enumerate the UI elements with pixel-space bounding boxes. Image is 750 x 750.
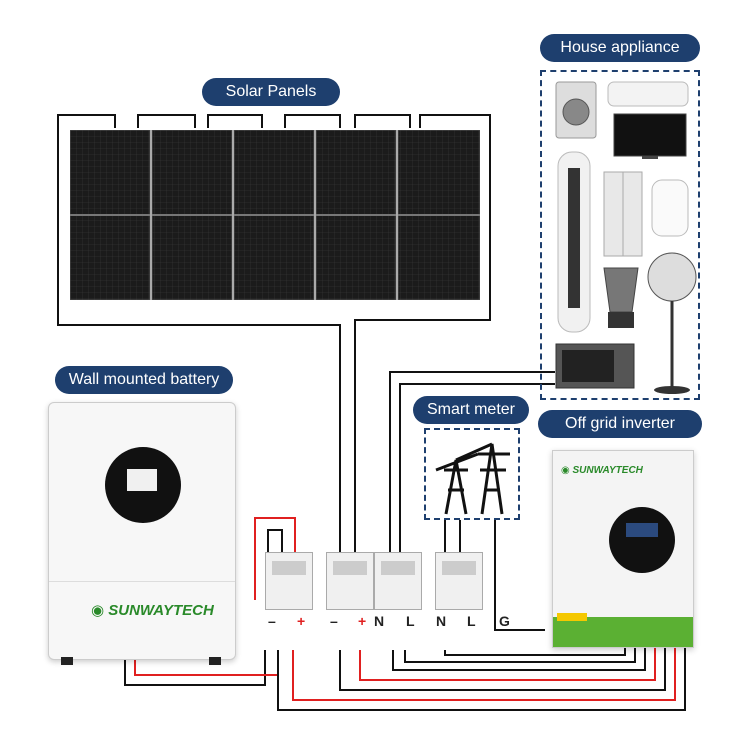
tower-air-conditioner-icon <box>557 151 591 333</box>
inverter-brand-logo: ◉ SUNWAYTECH <box>561 465 643 476</box>
inverter-green-panel <box>553 617 693 647</box>
inverter-bus <box>277 645 686 711</box>
solar-panels-label: Solar Panels <box>202 78 340 106</box>
terminal-label: G <box>499 613 510 629</box>
terminal-label: – <box>268 613 276 629</box>
meter-device <box>435 552 483 610</box>
solar-panel <box>70 130 151 300</box>
terminal-label: N <box>374 613 385 629</box>
television-icon <box>613 113 687 159</box>
meter-device <box>326 552 374 610</box>
terminal-label: L <box>406 613 415 629</box>
inverter-display <box>609 507 675 573</box>
meter-display <box>272 561 306 575</box>
terminal-label: – <box>330 613 338 629</box>
terminal-label: N <box>436 613 447 629</box>
meter-device <box>265 552 313 610</box>
house-appliance-group <box>540 70 700 400</box>
caution-label <box>557 613 587 621</box>
terminal-label: + <box>297 613 306 629</box>
air-conditioner-icon <box>607 81 689 107</box>
battery-display <box>105 447 181 523</box>
microwave-icon <box>555 343 635 389</box>
wall-battery-label: Wall mounted battery <box>55 366 233 394</box>
washing-machine-icon <box>555 81 597 139</box>
solar-panel <box>397 130 480 300</box>
smart-meter-label: Smart meter <box>413 396 529 424</box>
wall-battery-unit: ◉ SUNWAYTECH <box>48 402 236 665</box>
solar-panel <box>233 130 315 300</box>
terminal-label: + <box>358 613 367 629</box>
off-grid-inverter-label: Off grid inverter <box>538 410 702 438</box>
appliance-icons <box>555 81 697 394</box>
solar-panel-array <box>70 130 480 300</box>
battery-foot-right <box>209 657 221 665</box>
appliance-wires <box>389 371 555 631</box>
sun-logo-icon: ◉ <box>91 602 105 619</box>
off-grid-inverter-unit: ◉ SUNWAYTECH <box>552 450 694 648</box>
sun-logo-icon: ◉ <box>561 465 570 476</box>
battery-divider <box>49 581 235 582</box>
meter-display <box>381 561 415 575</box>
inverter-screen <box>626 523 658 537</box>
battery-brand-logo: ◉ SUNWAYTECH <box>91 602 214 619</box>
solar-panel <box>151 130 233 300</box>
air-fryer-icon <box>651 179 689 237</box>
electric-fan-icon <box>647 252 697 394</box>
meter-device <box>374 552 422 610</box>
meter-display <box>442 561 476 575</box>
grid-tower-box <box>424 428 520 520</box>
house-appliance-label: House appliance <box>540 34 700 62</box>
terminal-label: L <box>467 613 476 629</box>
battery-foot-left <box>61 657 73 665</box>
battery-screen <box>127 469 157 491</box>
meter-display <box>333 561 367 575</box>
blender-icon <box>603 267 639 328</box>
panel-interconnects <box>57 114 491 560</box>
power-tower-icon <box>435 442 510 515</box>
refrigerator-icon <box>603 171 643 257</box>
solar-panel <box>315 130 397 300</box>
